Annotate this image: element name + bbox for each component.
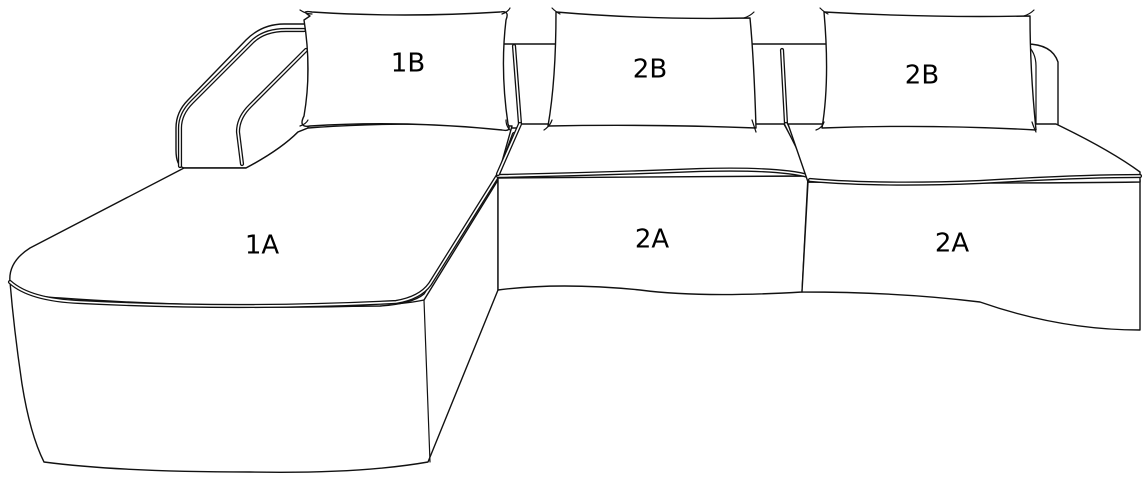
right-module — [787, 7, 1142, 331]
label-chaise-pillow: 1B — [391, 49, 425, 79]
right-seat-base — [801, 179, 1141, 331]
middle-pillow — [547, 11, 757, 129]
label-chaise-seat: 1A — [245, 231, 280, 261]
right-pillow — [821, 11, 1037, 131]
right-seat-top — [787, 123, 1141, 184]
label-right-pillow: 2B — [905, 61, 939, 91]
middle-module — [495, 7, 813, 296]
label-middle-pillow: 2B — [633, 55, 667, 85]
label-middle-seat: 2A — [635, 225, 670, 255]
label-right-seat: 2A — [935, 229, 970, 259]
middle-seat-base — [497, 175, 809, 296]
chaise-module — [7, 7, 517, 473]
chaise-pillow — [301, 10, 510, 132]
chaise-seat-top — [9, 123, 513, 308]
